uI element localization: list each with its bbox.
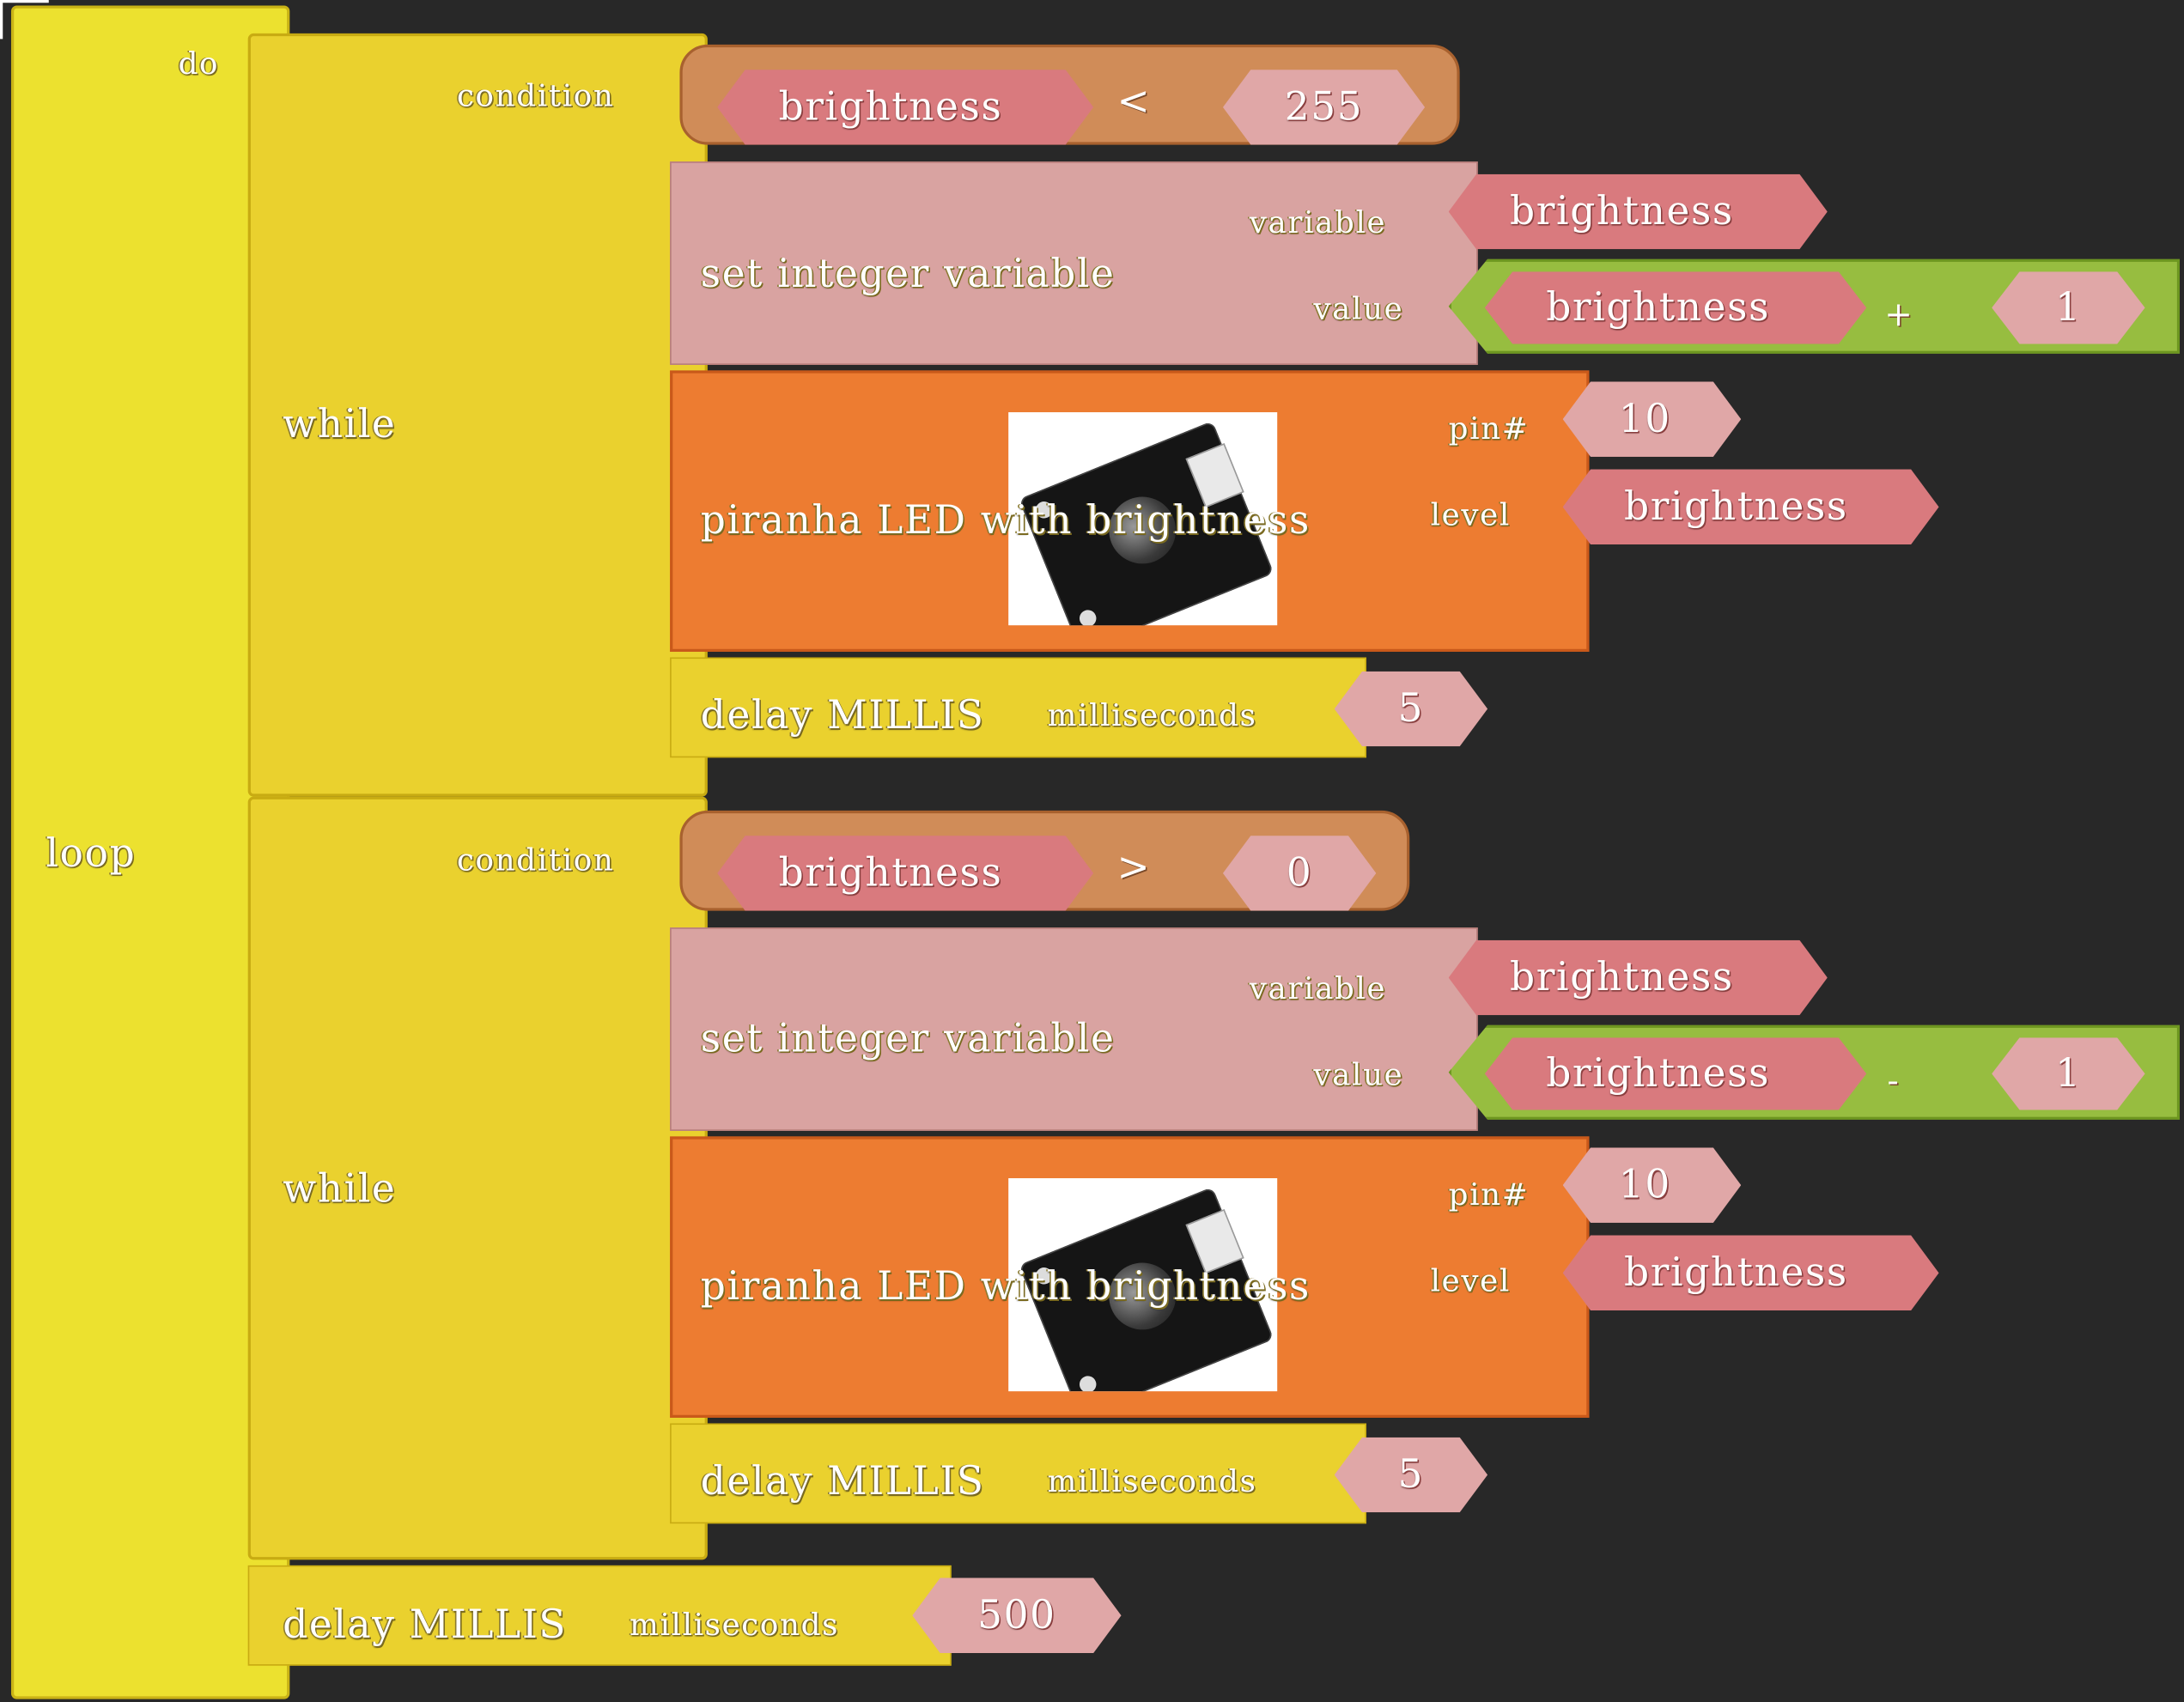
set-variable-label: set integer variable bbox=[701, 1015, 1116, 1061]
variable-brightness[interactable]: brightness bbox=[717, 70, 1093, 145]
pin-input-label: pin# bbox=[1449, 1178, 1530, 1213]
delay-number-value[interactable]: 5 bbox=[1335, 1438, 1487, 1513]
delay-number-value[interactable]: 500 bbox=[912, 1577, 1121, 1653]
number-value[interactable]: 0 bbox=[1223, 836, 1376, 911]
condition-label: condition bbox=[457, 844, 615, 879]
condition-label: condition bbox=[457, 79, 615, 114]
variable-brightness[interactable]: brightness bbox=[1563, 470, 1939, 545]
variable-brightness[interactable]: brightness bbox=[1449, 174, 1828, 250]
milliseconds-label: milliseconds bbox=[1048, 699, 1257, 734]
pin-number-value[interactable]: 10 bbox=[1563, 381, 1742, 457]
value-input-label: value bbox=[1313, 293, 1403, 328]
led-label: piranha LED with brightness bbox=[701, 1263, 1311, 1310]
value-input-label: value bbox=[1313, 1059, 1403, 1094]
delay-label: delay MILLIS bbox=[701, 1458, 985, 1504]
variable-brightness[interactable]: brightness bbox=[1449, 940, 1828, 1016]
pin-input-label: pin# bbox=[1449, 412, 1530, 447]
number-value[interactable]: 1 bbox=[1992, 1037, 2144, 1109]
milliseconds-label: milliseconds bbox=[1048, 1465, 1257, 1500]
do-label: do bbox=[179, 47, 220, 82]
variable-brightness[interactable]: brightness bbox=[1485, 1037, 1866, 1109]
set-variable-label: set integer variable bbox=[701, 251, 1116, 297]
level-input-label: level bbox=[1431, 499, 1511, 534]
compare-operator[interactable]: > bbox=[1117, 844, 1150, 891]
variable-brightness[interactable]: brightness bbox=[1485, 271, 1866, 343]
level-input-label: level bbox=[1431, 1265, 1511, 1300]
delay-label: delay MILLIS bbox=[283, 1602, 567, 1648]
while-label: while bbox=[283, 401, 396, 447]
math-operator[interactable]: - bbox=[1888, 1061, 1899, 1100]
compare-operator[interactable]: < bbox=[1117, 78, 1150, 125]
number-value[interactable]: 255 bbox=[1223, 70, 1425, 145]
number-value[interactable]: 1 bbox=[1992, 271, 2144, 343]
math-operator[interactable]: + bbox=[1884, 295, 1913, 334]
variable-input-label: variable bbox=[1250, 972, 1387, 1007]
loop-label: loop bbox=[46, 830, 137, 877]
while-label: while bbox=[283, 1165, 396, 1212]
led-label: piranha LED with brightness bbox=[701, 497, 1311, 544]
variable-brightness[interactable]: brightness bbox=[1563, 1236, 1939, 1311]
variable-input-label: variable bbox=[1250, 206, 1387, 241]
delay-number-value[interactable]: 5 bbox=[1335, 672, 1487, 747]
variable-brightness[interactable]: brightness bbox=[717, 836, 1093, 911]
pin-number-value[interactable]: 10 bbox=[1563, 1147, 1742, 1223]
milliseconds-label: milliseconds bbox=[630, 1608, 839, 1644]
delay-label: delay MILLIS bbox=[701, 692, 985, 739]
